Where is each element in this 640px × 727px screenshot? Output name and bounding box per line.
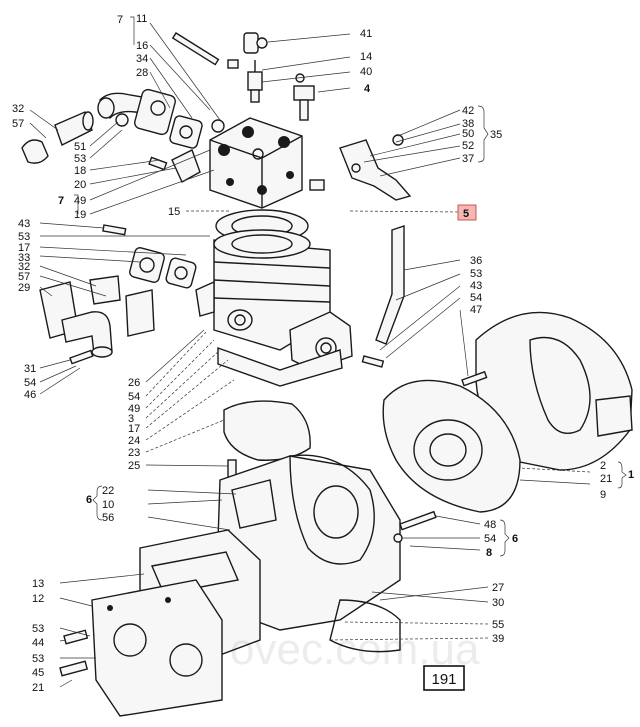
label-19: 19: [74, 209, 86, 221]
control-valve: [293, 73, 315, 121]
label-49a: 49: [74, 195, 86, 207]
label-23: 23: [128, 447, 140, 459]
label-50: 50: [462, 128, 474, 140]
label-53c: 53: [470, 268, 482, 280]
label-21a: 21: [600, 473, 612, 485]
label-3: 3: [128, 413, 134, 425]
label-55: 55: [492, 619, 504, 631]
hose-sleeve-upper: [21, 111, 94, 164]
label-39: 39: [492, 633, 504, 645]
label-8: 8: [486, 547, 492, 559]
label-2: 2: [600, 460, 606, 472]
label-17a: 17: [18, 242, 30, 254]
label-12: 12: [32, 593, 44, 605]
highlight-box: [457, 204, 477, 221]
label-4: 4: [364, 83, 371, 95]
page-number: 191: [431, 671, 456, 688]
label-45: 45: [32, 667, 44, 679]
page-number-box: [423, 665, 465, 691]
label-34: 34: [136, 53, 148, 65]
label-54d: 54: [484, 533, 496, 545]
label-21b: 21: [32, 682, 44, 694]
label-18: 18: [74, 165, 86, 177]
label-44: 44: [32, 637, 44, 649]
label-35: 35: [490, 129, 502, 141]
label-14: 14: [360, 51, 372, 63]
elbow-pipe-lower: [39, 247, 197, 358]
label-37: 37: [462, 153, 474, 165]
label-1: 1: [628, 469, 634, 481]
label-32a: 32: [12, 103, 24, 115]
label-56: 56: [102, 512, 114, 524]
label-6a: 6: [86, 494, 92, 506]
label-28: 28: [136, 67, 148, 79]
label-54b: 54: [470, 292, 482, 304]
banjo-fitting: [243, 32, 268, 54]
part-drawings: [21, 32, 633, 717]
label-42: 42: [462, 105, 474, 117]
label-15: 15: [168, 206, 180, 218]
label-30: 30: [492, 597, 504, 609]
crankcase-gasket: [223, 400, 311, 461]
label-52: 52: [462, 140, 474, 152]
label-53a: 53: [74, 153, 86, 165]
label-17b: 17: [128, 423, 140, 435]
label-22: 22: [102, 485, 114, 497]
label-26: 26: [128, 377, 140, 389]
label-57b: 57: [18, 271, 30, 283]
label-33: 33: [18, 252, 30, 264]
label-5-highlighted: 5: [463, 208, 469, 220]
label-53e: 53: [32, 653, 44, 665]
label-54c: 54: [128, 391, 140, 403]
label-7a: 7: [117, 14, 123, 26]
label-49b: 49: [128, 403, 140, 415]
label-16: 16: [136, 40, 148, 52]
bracket-18: [171, 149, 201, 183]
label-20: 20: [74, 179, 86, 191]
flange-gasket-upper: [169, 115, 203, 149]
label-51: 51: [74, 141, 86, 153]
label-25: 25: [128, 460, 140, 472]
label-7b: 7: [58, 195, 64, 207]
cylinder-barrel: [195, 229, 353, 371]
label-41: 41: [360, 28, 372, 40]
grouping-brackets: [92, 105, 627, 557]
leader-lines: [29, 16, 591, 688]
label-48: 48: [484, 519, 496, 531]
label-27: 27: [492, 582, 504, 594]
label-32b: 32: [18, 261, 30, 273]
label-53d: 53: [32, 623, 44, 635]
label-38: 38: [462, 118, 474, 130]
label-53b: 53: [18, 231, 30, 243]
label-9: 9: [600, 489, 606, 501]
label-36: 36: [470, 255, 482, 267]
label-11: 11: [136, 13, 147, 25]
label-31: 31: [24, 363, 36, 375]
label-43a: 43: [18, 218, 30, 230]
cylinder-base-gasket: [217, 347, 343, 387]
label-57a: 57: [12, 118, 24, 130]
callout-labels: 7 11 16 34 28 32 57 51 53 18 20 7 49 19 …: [12, 13, 634, 694]
label-54a: 54: [24, 377, 36, 389]
label-47: 47: [470, 304, 482, 316]
long-bolt: [171, 32, 239, 69]
temperature-sensor: [247, 60, 263, 103]
support-strap: [375, 225, 405, 345]
label-29: 29: [18, 282, 30, 294]
label-46: 46: [24, 389, 36, 401]
fan-housing: [475, 311, 633, 471]
linkage-bracket: [339, 134, 412, 201]
shroud-plate: [382, 379, 521, 513]
label-10: 10: [102, 499, 114, 511]
label-6b: 6: [512, 533, 518, 545]
front-flange-plate: [91, 579, 223, 717]
label-40: 40: [360, 66, 372, 78]
elbow-pipe-upper: [97, 88, 176, 136]
cylinder-head: [209, 117, 303, 209]
label-13: 13: [32, 578, 44, 590]
label-24: 24: [128, 435, 140, 447]
label-43b: 43: [470, 280, 482, 292]
